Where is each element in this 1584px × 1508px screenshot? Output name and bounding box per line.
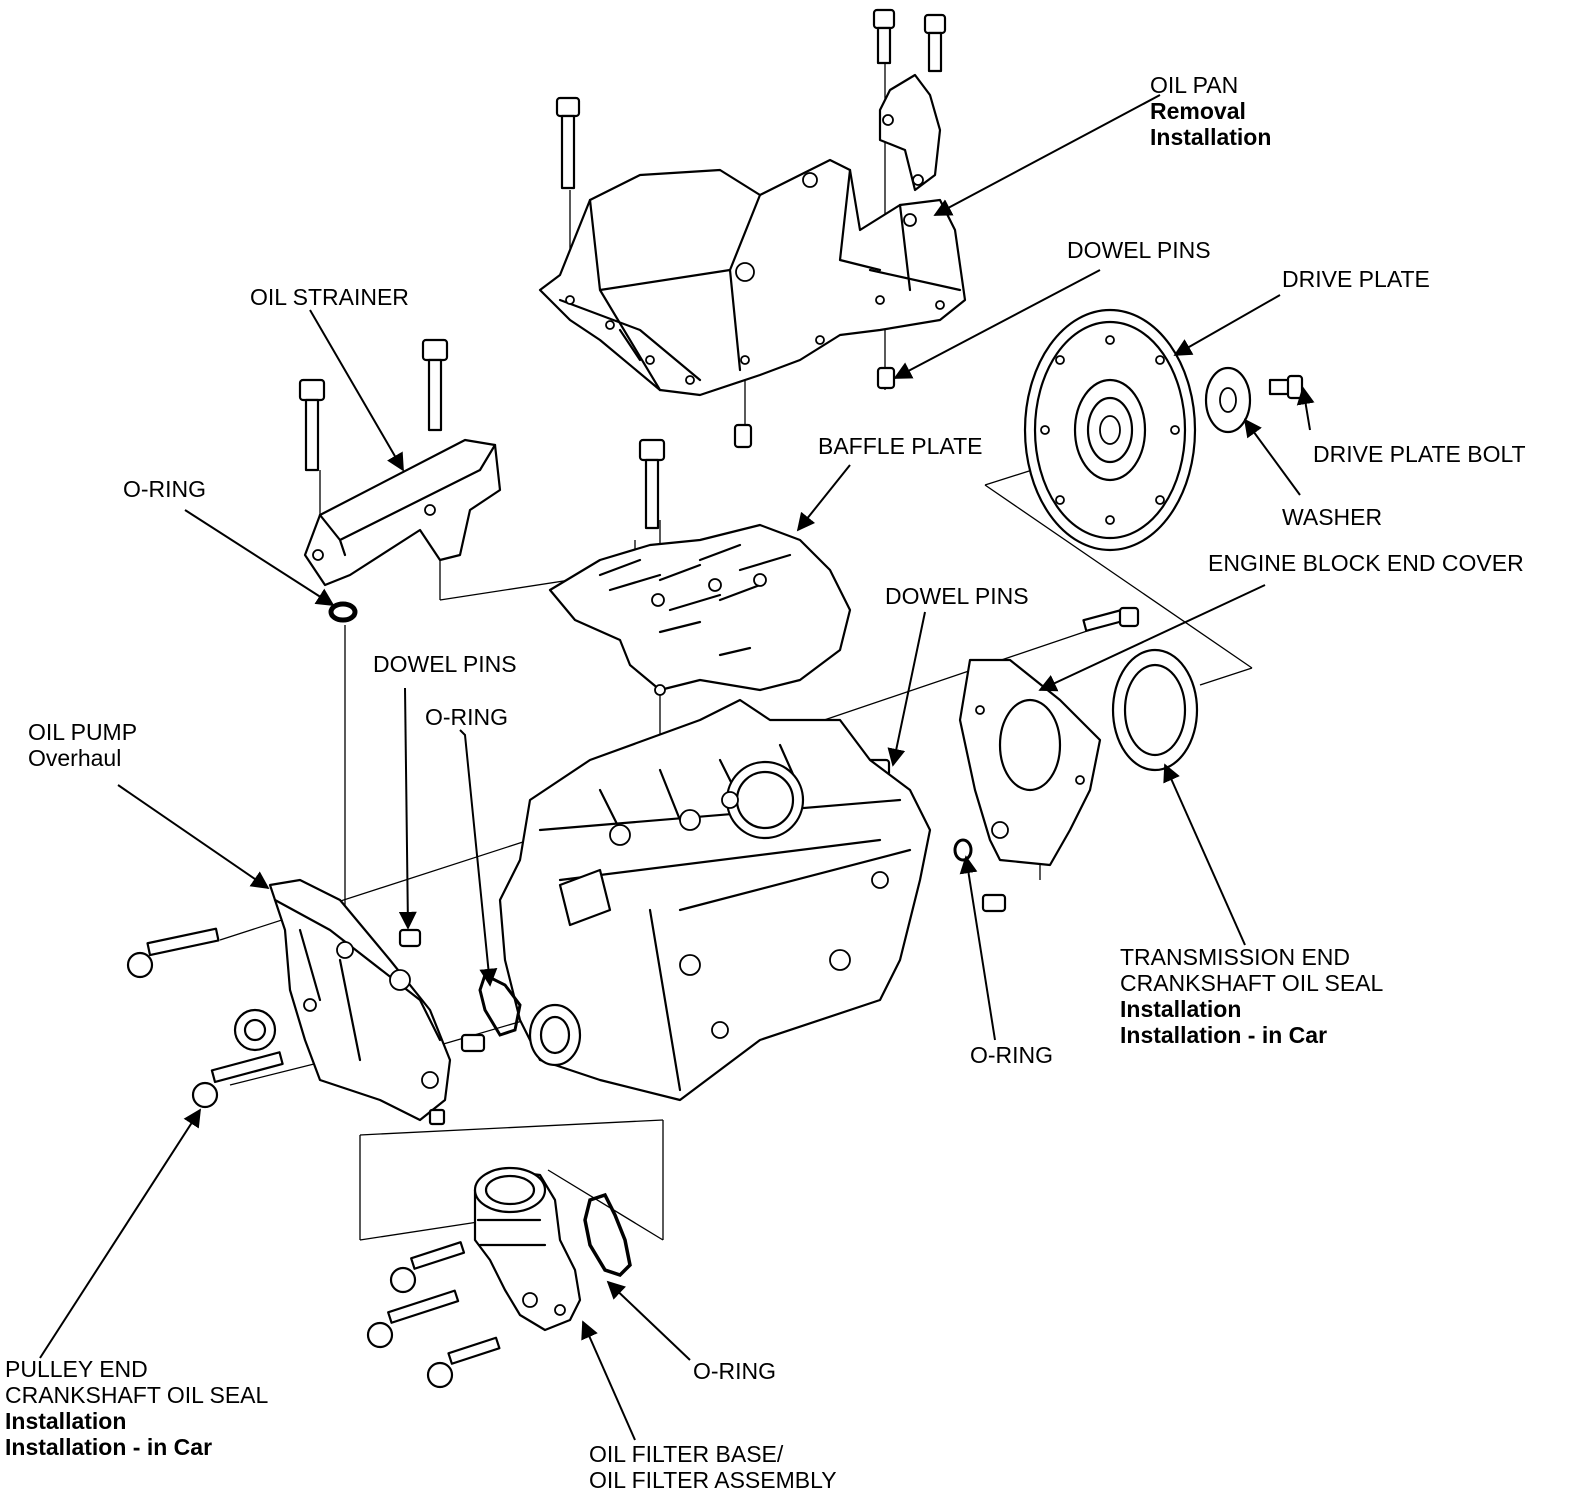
- label-drive-plate: DRIVE PLATE: [1282, 266, 1430, 292]
- oil-pan-bracket: [878, 73, 942, 192]
- label-baffle-plate: BAFFLE PLATE: [818, 433, 983, 459]
- o-ring-gasket-center: [478, 972, 522, 1037]
- oil-pump: [126, 878, 452, 1126]
- transmission-seal-title-2: CRANKSHAFT OIL SEAL: [1120, 970, 1384, 996]
- oil-filter-assembly: [366, 1166, 632, 1389]
- transmission-seal-title-1: TRANSMISSION END: [1120, 944, 1351, 970]
- transmission-seal-installation-in-car-link[interactable]: Installation - in Car: [1120, 1022, 1328, 1048]
- leader-lines: [39, 94, 1315, 1441]
- engine-block-end-cover: [953, 606, 1140, 867]
- label-o-ring-right: O-RING: [970, 1042, 1054, 1068]
- pump-bolt-1: [126, 927, 220, 979]
- baffle-plate: [548, 438, 852, 696]
- engine-block: [498, 698, 932, 1102]
- bolt-1: [872, 8, 896, 65]
- drive-plate-bolt: [1268, 374, 1304, 400]
- label-oil-strainer: OIL STRAINER: [250, 284, 409, 310]
- label-oil-pan: OIL PAN Removal Installation: [1150, 72, 1271, 150]
- oil-filter-title-1: OIL FILTER BASE/: [589, 1441, 784, 1467]
- pulley-seal-installation-link[interactable]: Installation: [5, 1408, 127, 1434]
- label-oil-filter: OIL FILTER BASE/ OIL FILTER ASSEMBLY: [589, 1441, 837, 1493]
- alignment-lines: [219, 40, 1253, 1241]
- bolts-top: [555, 8, 947, 190]
- label-o-ring-upper-left: O-RING: [123, 476, 207, 502]
- o-ring-strainer: [328, 601, 358, 623]
- o-ring-end-cover: [953, 838, 973, 862]
- oil-pump-overhaul-link[interactable]: Overhaul: [28, 745, 122, 771]
- oil-pan-title: OIL PAN: [1150, 72, 1239, 98]
- label-engine-block-end-cover: ENGINE BLOCK END COVER: [1208, 550, 1524, 576]
- label-washer: WASHER: [1282, 504, 1383, 530]
- label-dowel-pins-right: DOWEL PINS: [885, 583, 1029, 609]
- transmission-end-oil-seal: [1111, 648, 1199, 772]
- pump-bolt-2: [191, 1051, 284, 1109]
- pulley-seal-title-1: PULLEY END: [5, 1356, 148, 1382]
- oil-pan: [538, 158, 967, 397]
- oil-pan-removal-link[interactable]: Removal: [1150, 98, 1246, 124]
- filter-bolt-2: [366, 1289, 460, 1349]
- oil-pump-title: OIL PUMP: [28, 719, 138, 745]
- oil-pan-installation-link[interactable]: Installation: [1150, 124, 1272, 150]
- drive-plate: [1023, 308, 1304, 552]
- end-cover-bolt: [1082, 606, 1140, 632]
- label-pulley-end-seal: PULLEY END CRANKSHAFT OIL SEAL Installat…: [5, 1356, 268, 1460]
- transmission-seal-installation-link[interactable]: Installation: [1120, 996, 1242, 1022]
- label-o-ring-center: O-RING: [425, 704, 509, 730]
- pulley-seal-title-2: CRANKSHAFT OIL SEAL: [5, 1382, 269, 1408]
- label-drive-plate-bolt: DRIVE PLATE BOLT: [1313, 441, 1526, 467]
- oil-strainer: [298, 338, 502, 623]
- bolt-3: [555, 96, 581, 190]
- pulley-seal-installation-in-car-link[interactable]: Installation - in Car: [5, 1434, 213, 1460]
- label-o-ring-bottom: O-RING: [693, 1358, 777, 1384]
- label-dowel-pins-center: DOWEL PINS: [373, 651, 517, 677]
- label-dowel-pins-top: DOWEL PINS: [1067, 237, 1211, 263]
- label-oil-pump: OIL PUMP Overhaul: [28, 719, 137, 771]
- oil-filter-title-2: OIL FILTER ASSEMBLY: [589, 1467, 837, 1493]
- filter-bolt-1: [389, 1241, 466, 1294]
- washer: [1204, 366, 1252, 434]
- filter-bolt-3: [426, 1336, 501, 1389]
- label-transmission-end-seal: TRANSMISSION END CRANKSHAFT OIL SEAL Ins…: [1120, 944, 1383, 1048]
- bolt-2: [923, 13, 947, 73]
